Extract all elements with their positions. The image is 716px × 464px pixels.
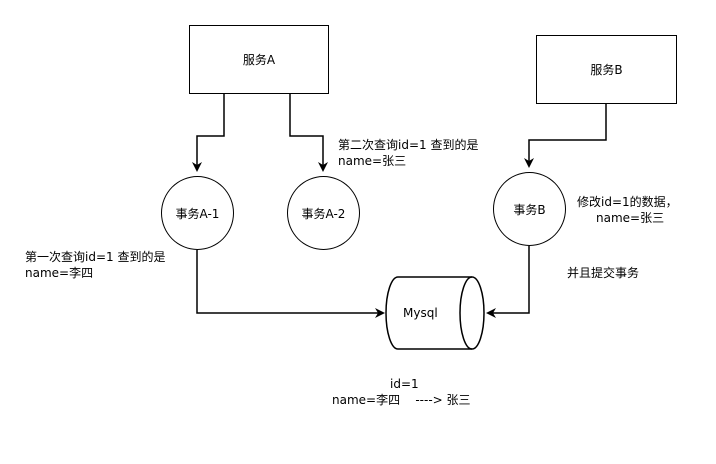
- tx-a2-query-note-line2: name=张三: [338, 154, 407, 168]
- service-b-label: 服务B: [590, 63, 623, 77]
- db-state-line1: id=1: [390, 377, 419, 391]
- edge-service-a-to-tx-a1: [192, 94, 225, 172]
- tx-b-update-note-line1: 修改id=1的数据，: [577, 195, 678, 209]
- mysql-label: Mysql: [403, 306, 438, 320]
- tx-a2-query-note-line1: 第二次查询id=1 查到的是: [338, 138, 479, 152]
- service-a-label: 服务A: [242, 53, 276, 67]
- edge-service-b-to-tx-b: [524, 104, 607, 168]
- tx-a1-label: 事务A-1: [175, 206, 220, 221]
- tx-a2-circle: 事务A-2: [287, 176, 360, 250]
- tx-a1-circle: 事务A-1: [161, 176, 234, 250]
- tx-a1-query-note-line2: name=李四: [25, 266, 94, 280]
- db-state-line2: name=李四 ----> 张三: [332, 393, 471, 407]
- tx-b-commit-note: 并且提交事务: [567, 266, 640, 280]
- tx-a1-query-note-line1: 第一次查询id=1 查到的是: [25, 250, 166, 264]
- tx-b-circle: 事务B: [493, 172, 566, 246]
- tx-b-update-note-line2: name=张三: [596, 211, 665, 225]
- tx-a2-label: 事务A-2: [301, 206, 346, 221]
- edge-tx-a1-to-mysql: [196, 250, 385, 318]
- service-b-box: 服务B: [536, 35, 677, 104]
- edge-service-a-to-tx-a2: [289, 94, 328, 172]
- tx-b-label: 事务B: [513, 202, 546, 217]
- edge-tx-b-to-mysql: [486, 246, 530, 318]
- service-a-box: 服务A: [189, 25, 329, 94]
